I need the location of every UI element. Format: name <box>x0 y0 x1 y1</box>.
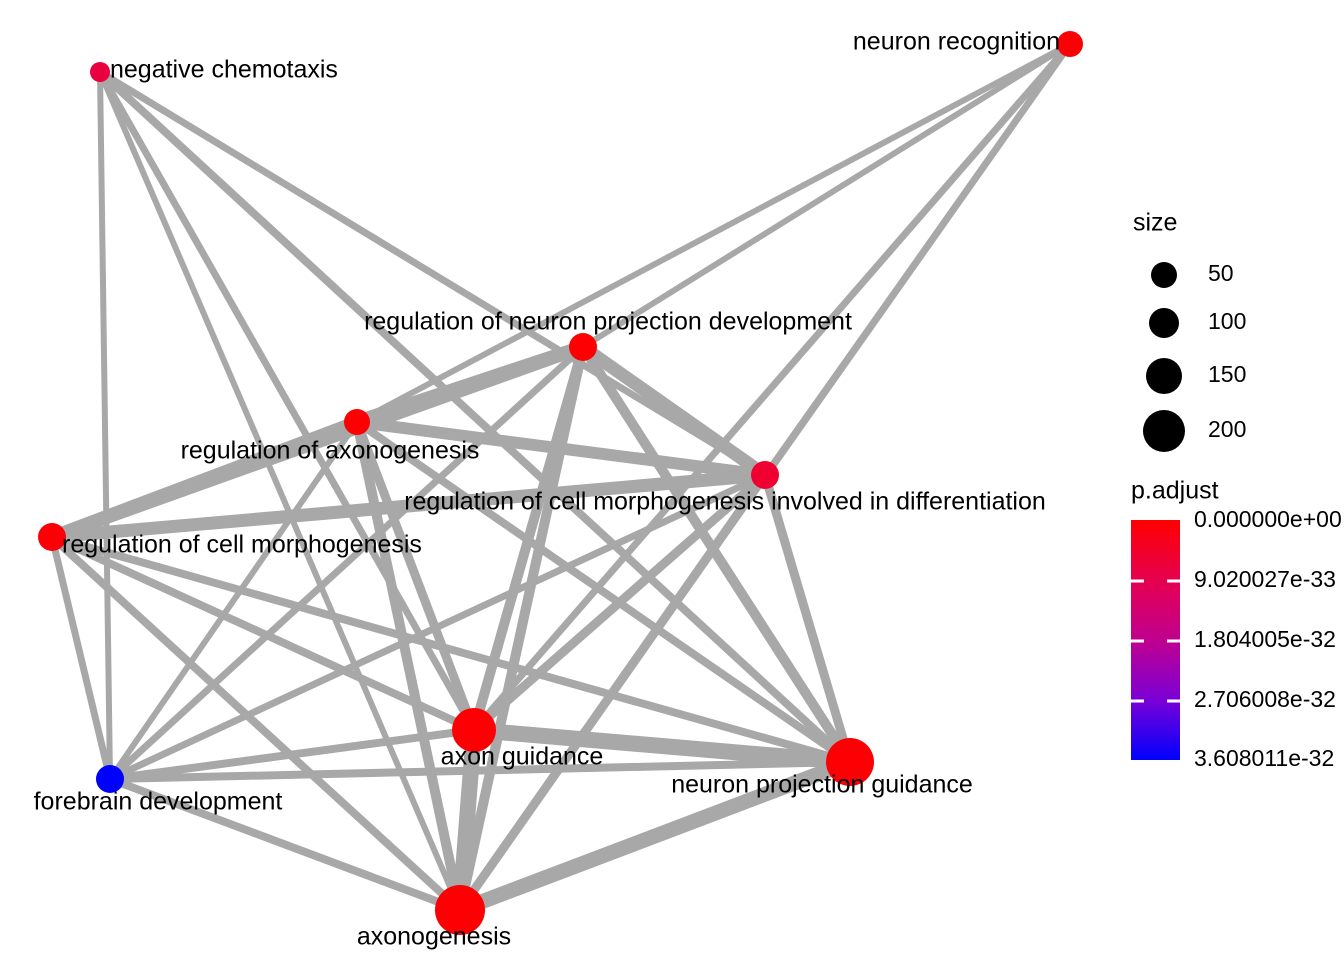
network-edge <box>98 69 767 478</box>
network-node-regulation-of-cell-morphogenesis[interactable] <box>38 523 66 551</box>
network-node-axon-guidance[interactable] <box>452 708 496 752</box>
network-edge <box>355 41 1072 425</box>
network-edge <box>762 42 1073 477</box>
network-edge <box>581 41 1072 350</box>
node-label-regulation-of-cell-morphogenesis-involved-in-differentiation: regulation of cell morphogenesis involve… <box>404 488 1046 516</box>
size-legend-label-50: 50 <box>1208 260 1234 286</box>
network-edge <box>96 70 478 732</box>
network-edge <box>456 472 769 913</box>
network-edge <box>578 344 855 765</box>
network-node-regulation-of-cell-morphogenesis-involved-in-differentiation[interactable] <box>751 461 779 489</box>
network-edges <box>48 41 1073 918</box>
padjust-legend-title: p.adjust <box>1131 477 1219 505</box>
network-node-regulation-of-neuron-projection-development[interactable] <box>569 333 597 361</box>
network-edge <box>50 533 852 766</box>
padjust-tick-label: 2.706008e-32 <box>1194 686 1336 712</box>
network-edge <box>452 729 482 911</box>
size-legend-swatch-150 <box>1146 358 1182 394</box>
padjust-tick-label: 3.608011e-32 <box>1194 745 1334 771</box>
network-node-negative-chemotaxis[interactable] <box>90 62 110 82</box>
network-node-forebrain-development[interactable] <box>96 765 124 793</box>
network-node-labels: negative chemotaxis neuron recognition reg… <box>34 28 1060 951</box>
padjust-legend: p.adjust 0.000000e+00 9.020027e-33 1.80400… <box>1131 477 1342 771</box>
size-legend-swatch-200 <box>1143 410 1185 452</box>
size-legend-label-100: 100 <box>1208 308 1246 334</box>
network-node-neuron-recognition[interactable] <box>1057 31 1083 57</box>
size-legend-label-150: 150 <box>1208 361 1246 387</box>
node-label-regulation-of-cell-morphogenesis: regulation of cell morphogenesis <box>62 531 422 559</box>
network-edge <box>107 344 586 782</box>
network-edge <box>760 473 855 764</box>
network-edge <box>455 345 588 912</box>
size-legend-swatch-50 <box>1151 262 1177 288</box>
node-label-regulation-of-axonogenesis: regulation of axonogenesis <box>181 437 480 465</box>
network-edge <box>471 41 1073 733</box>
node-label-neuron-projection-guidance: neuron projection guidance <box>671 771 973 799</box>
size-legend-title: size <box>1133 209 1177 237</box>
network-edge <box>354 418 853 766</box>
network-edge <box>51 468 766 544</box>
network-edge <box>579 341 769 481</box>
network-edge <box>48 536 114 780</box>
network-edge <box>109 758 851 783</box>
padjust-tick-labels: 0.000000e+00 9.020027e-33 1.804005e-32 2.70… <box>1131 506 1342 771</box>
network-edge <box>97 71 113 780</box>
network-edge <box>352 420 479 732</box>
node-label-axonogenesis: axonogenesis <box>357 923 511 951</box>
node-label-regulation-of-neuron-projection-development: regulation of neuron projection developm… <box>364 308 852 336</box>
network-edge <box>108 471 767 783</box>
network-edge <box>473 722 851 770</box>
network-edge <box>49 534 463 913</box>
size-legend-items: 50 100 150 200 <box>1143 260 1246 452</box>
padjust-tick-label: 0.000000e+00 <box>1194 506 1342 532</box>
size-legend-swatch-100 <box>1149 308 1179 338</box>
padjust-tick-label: 1.804005e-32 <box>1194 626 1336 652</box>
node-label-negative-chemotaxis: negative chemotaxis <box>110 56 338 84</box>
network-edge <box>107 420 360 781</box>
network-edge <box>109 726 475 783</box>
size-legend-label-200: 200 <box>1208 416 1246 442</box>
node-label-forebrain-development: forebrain development <box>34 788 283 816</box>
network-edge <box>50 533 476 734</box>
padjust-tick-label: 9.020027e-33 <box>1194 566 1336 592</box>
network-edge <box>471 471 768 734</box>
size-legend: size 50 100 150 200 <box>1133 209 1246 452</box>
node-label-neuron-recognition: neuron recognition <box>853 28 1060 56</box>
network-node-axonogenesis[interactable] <box>435 885 485 935</box>
network-node-neuron-projection-guidance[interactable] <box>826 738 874 786</box>
network-edge <box>457 754 853 918</box>
network-nodes <box>38 31 1083 935</box>
network-edge <box>108 775 462 914</box>
network-edge <box>49 415 360 544</box>
network-edge <box>97 69 853 765</box>
node-label-axon-guidance: axon guidance <box>441 743 604 771</box>
network-edge <box>356 416 766 481</box>
network-node-regulation-of-axonogenesis[interactable] <box>344 409 370 435</box>
